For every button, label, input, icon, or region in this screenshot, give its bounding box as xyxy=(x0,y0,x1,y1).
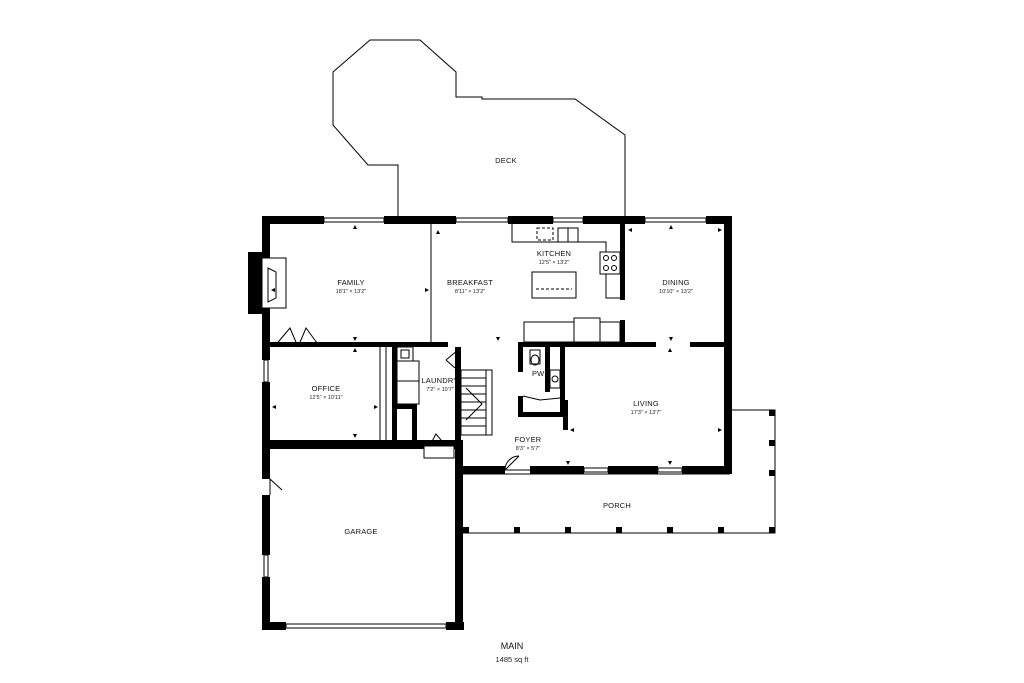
family-label: FAMILY xyxy=(337,278,364,287)
dining-label: DINING xyxy=(662,278,689,287)
foyer-dims: 8'3" × 5'7" xyxy=(516,446,541,452)
family-dims: 18'1" × 13'2" xyxy=(336,289,367,295)
pwd-label: PWD xyxy=(532,369,550,378)
breakfast-dims: 8'11" × 13'2" xyxy=(455,289,485,295)
living-label: LIVING xyxy=(633,399,659,408)
breakfast-label: BREAKFAST xyxy=(447,278,493,287)
office-dims: 12'5" × 10'11" xyxy=(309,395,342,401)
kitchen-label: KITCHEN xyxy=(537,249,571,258)
foyer-label: FOYER xyxy=(515,435,542,444)
floor-area: 1485 sq ft xyxy=(496,655,530,664)
laundry-label: LAUNDRY xyxy=(421,376,458,385)
laundry-dims: 7'2" × 10'7" xyxy=(426,387,454,393)
office-label: OFFICE xyxy=(312,384,341,393)
garage-walls xyxy=(262,440,464,630)
interior-walls xyxy=(262,224,732,471)
deck-label: DECK xyxy=(495,156,517,165)
dimension-markers xyxy=(271,225,722,465)
living-dims: 17'3" × 13'7" xyxy=(631,410,662,416)
dining-dims: 10'10" × 13'2" xyxy=(659,289,693,295)
floor-title: MAIN xyxy=(501,641,524,651)
porch-label: PORCH xyxy=(603,501,631,510)
garage-label: GARAGE xyxy=(344,527,377,536)
deck-outline xyxy=(332,39,626,218)
kitchen-dims: 12'5" × 13'2" xyxy=(539,260,570,266)
